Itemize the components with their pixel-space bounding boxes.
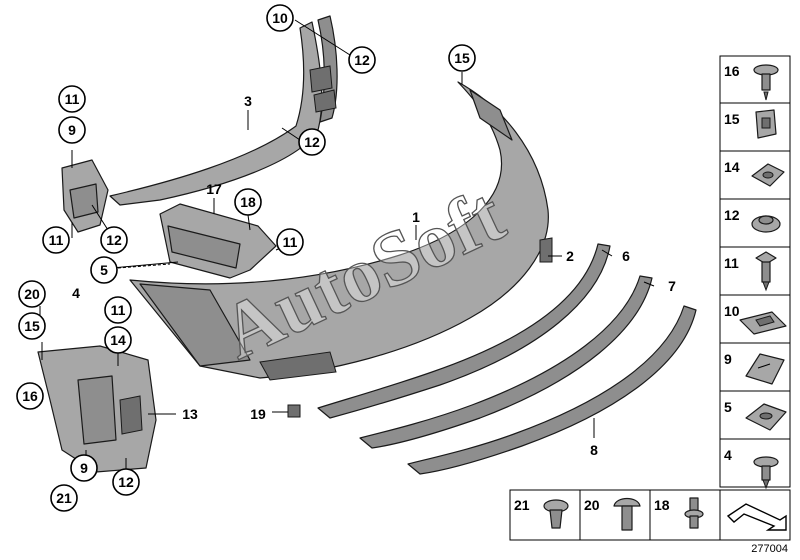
legend-item-14: 14	[724, 159, 740, 175]
clip-15-icon	[755, 109, 777, 139]
callout-9-top-label: 9	[68, 122, 76, 138]
small-clip-19	[287, 404, 301, 418]
clip-10-icon	[739, 311, 787, 335]
side-trim-part	[159, 203, 277, 279]
stud-18-icon	[684, 497, 704, 529]
callout-14-main: 14	[104, 326, 132, 354]
callout-12-lower: 12	[112, 468, 140, 496]
callout-15-left-label: 15	[24, 318, 40, 334]
callout-12-lower-label: 12	[118, 474, 134, 490]
screw-4-icon	[753, 456, 779, 490]
callout-11-center-label: 11	[283, 234, 298, 250]
callout-16-main: 16	[16, 382, 44, 410]
callout-9-lower: 9	[70, 454, 98, 482]
callout-18-main-label: 18	[240, 194, 256, 210]
callout-21-main-label: 21	[56, 490, 72, 506]
bumper-panel-part	[129, 81, 553, 381]
callout-2: 2	[566, 248, 574, 264]
legend-item-18: 18	[654, 497, 670, 513]
callout-17: 17	[206, 181, 222, 197]
callout-8: 8	[590, 442, 598, 458]
legend-item-10: 10	[724, 303, 740, 319]
callout-19-label: 19	[250, 406, 266, 422]
callout-20-main: 20	[18, 280, 46, 308]
callout-12-left: 12	[100, 226, 128, 254]
bolt-20-icon	[613, 497, 641, 531]
callout-4: 4	[72, 285, 80, 301]
callout-11-lower: 11	[104, 296, 132, 324]
callout-12-left-label: 12	[106, 232, 122, 248]
legend-right-column: 16 15 14 12 11 10 9 5 4	[719, 55, 791, 490]
arrow-icon	[726, 503, 787, 531]
legend-item-4: 4	[724, 447, 732, 463]
nut-12-icon	[751, 215, 781, 233]
callout-7: 7	[668, 278, 676, 294]
legend-item-21: 21	[514, 497, 530, 513]
callout-11-left-mid-label: 11	[49, 232, 64, 248]
callout-10-label: 10	[272, 10, 288, 26]
callout-9-top: 9	[58, 116, 86, 144]
screw-11-icon	[755, 251, 777, 292]
callout-15-left: 15	[18, 312, 46, 340]
callout-8-label: 8	[590, 442, 598, 458]
nut-16-icon	[753, 64, 779, 101]
callout-12-top: 12	[348, 46, 376, 74]
callout-16-main-label: 16	[22, 388, 38, 404]
rivet-21-icon	[543, 499, 569, 529]
callout-19: 19	[250, 406, 266, 422]
callout-1-label: 1	[412, 209, 420, 225]
legend-item-5: 5	[724, 399, 732, 415]
legend-item-12: 12	[724, 207, 740, 223]
callout-1: 1	[412, 209, 420, 225]
lower-bracket-part	[37, 345, 157, 473]
callout-12-rail-label: 12	[304, 134, 320, 150]
callout-15-top: 15	[448, 44, 476, 72]
nut-14-icon	[751, 163, 785, 187]
callout-13-label: 13	[182, 406, 198, 422]
callout-14-main-label: 14	[110, 332, 126, 348]
callout-6-label: 6	[622, 248, 630, 264]
diffuser-strip-7	[359, 275, 653, 449]
carrier-rail-part	[109, 15, 338, 206]
callout-6: 6	[622, 248, 630, 264]
diffuser-strip-6	[317, 243, 611, 419]
reference-number: 277004	[751, 543, 788, 555]
callout-13: 13	[182, 406, 198, 422]
callout-3-label: 3	[244, 93, 252, 109]
callout-5-main: 5	[90, 256, 118, 284]
callout-11-left-mid: 11	[42, 226, 70, 254]
callout-9-lower-label: 9	[80, 460, 88, 476]
legend-item-11: 11	[724, 255, 739, 271]
callout-2-label: 2	[566, 248, 574, 264]
callout-10: 10	[266, 4, 294, 32]
callout-11-left-top: 11	[58, 85, 86, 113]
legend-item-16: 16	[724, 63, 740, 79]
callout-4-label: 4	[72, 285, 80, 301]
callout-12-rail: 12	[298, 128, 326, 156]
clip-5-icon	[745, 403, 787, 431]
legend-item-9: 9	[724, 351, 732, 367]
callout-7-label: 7	[668, 278, 676, 294]
callout-12-top-label: 12	[354, 52, 370, 68]
callout-18-main: 18	[234, 188, 262, 216]
clip-9-icon	[745, 353, 785, 385]
callout-15-top-label: 15	[454, 50, 470, 66]
callout-11-center: 11	[276, 228, 304, 256]
callout-17-label: 17	[206, 181, 222, 197]
legend-bottom-row: 21 20 18	[509, 489, 791, 541]
diffuser-strip-8	[407, 305, 697, 475]
legend-item-15: 15	[724, 111, 740, 127]
callout-20-main-label: 20	[24, 286, 40, 302]
left-bracket-part	[61, 159, 109, 233]
callout-11-lower-label: 11	[111, 302, 126, 318]
callout-5-main-label: 5	[100, 262, 108, 278]
callout-3: 3	[244, 93, 252, 109]
callout-11-left-top-label: 11	[65, 91, 80, 107]
legend-item-20: 20	[584, 497, 600, 513]
callout-21-main: 21	[50, 484, 78, 512]
